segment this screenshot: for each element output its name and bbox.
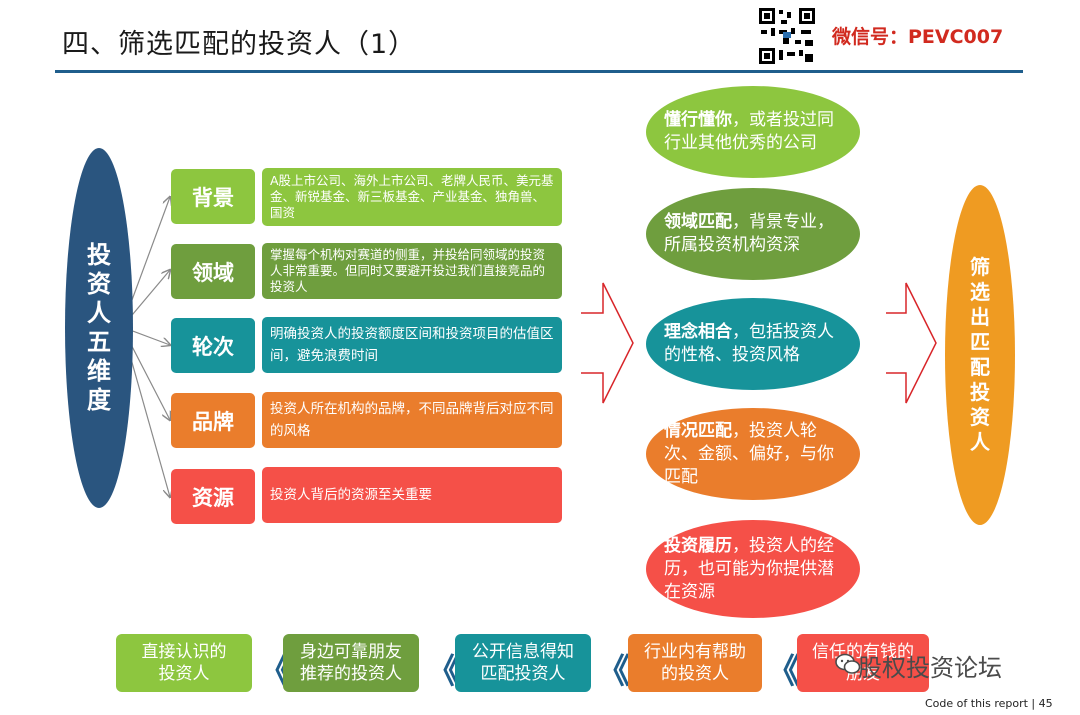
chevron-left-icon: 《 xyxy=(596,652,630,692)
qr-code-icon xyxy=(757,6,817,66)
criterion-oval: 懂行懂你，或者投过同行业其他优秀的公司 xyxy=(646,86,860,178)
watermark-text: 股权投资论坛 xyxy=(858,654,1002,682)
result-oval: 筛选出匹配投资人 xyxy=(945,185,1015,525)
criterion-oval: 理念相合，包括投资人的性格、投资风格 xyxy=(646,298,860,390)
dimension-label-background: 背景 xyxy=(171,169,255,224)
vertical-char: 五 xyxy=(87,328,111,356)
chain-step: 行业内有帮助的投资人 xyxy=(628,634,762,692)
chevron-left-icon: 《 xyxy=(426,652,460,692)
criterion-text: ，背景专业，所属投资机构资深 xyxy=(664,212,834,255)
criterion-key: 投资履历 xyxy=(664,535,732,556)
chain-step: 直接认识的投资人 xyxy=(116,634,252,692)
criterion-oval: 情况匹配，投资人轮次、金额、偏好，与你匹配 xyxy=(646,408,860,500)
vertical-char: 维 xyxy=(87,357,111,385)
vertical-char: 资 xyxy=(970,405,990,429)
wechat-id: 微信号：PEVC007 xyxy=(832,26,1004,48)
dimension-desc-round: 明确投资人的投资额度区间和投资项目的估值区间，避免浪费时间 xyxy=(262,317,562,373)
criterion-key: 情况匹配 xyxy=(664,420,732,441)
dimension-desc-background: A股上市公司、海外上市公司、老牌人民币、美元基金、新锐基金、新三板基金、产业基金… xyxy=(262,168,562,226)
title-divider xyxy=(55,70,1023,73)
chevron-left-icon: 《 xyxy=(766,652,800,692)
vertical-char: 筛 xyxy=(970,255,990,279)
vertical-char: 人 xyxy=(87,299,111,327)
right-arrow-icon xyxy=(886,282,937,404)
criterion-text: ，投资人的经历，也可能为你提供潜在资源 xyxy=(664,535,834,602)
vertical-char: 投 xyxy=(970,380,990,404)
vertical-char: 匹 xyxy=(970,330,990,354)
five-dimensions-oval: 投资人五维度 xyxy=(65,148,133,508)
criterion-key: 领域匹配 xyxy=(664,212,732,232)
vertical-char: 选 xyxy=(970,280,990,304)
vertical-char: 资 xyxy=(87,270,111,298)
wechat-logo-icon xyxy=(835,652,861,680)
criterion-oval: 领域匹配，背景专业，所属投资机构资深 xyxy=(646,188,860,280)
result-label: 筛选出匹配投资人 xyxy=(945,185,1015,525)
page-footer: Code of this report | 45 xyxy=(925,697,1053,710)
criterion-text: ，或者投过同行业其他优秀的公司 xyxy=(664,110,834,153)
criterion-key: 懂行懂你 xyxy=(664,110,732,130)
criterion-text: ，投资人轮次、金额、偏好，与你匹配 xyxy=(664,420,834,487)
chain-step: 身边可靠朋友推荐的投资人 xyxy=(283,634,419,692)
criterion-text: ，包括投资人的性格、投资风格 xyxy=(664,322,834,365)
criterion-oval: 投资履历，投资人的经历，也可能为你提供潜在资源 xyxy=(646,520,860,618)
right-arrow-icon xyxy=(581,282,634,404)
vertical-char: 人 xyxy=(970,430,990,454)
dimension-desc-domain: 掌握每个机构对赛道的侧重，并投给同领域的投资人非常重要。但同时又要避开投过我们直… xyxy=(262,243,562,299)
dimension-label-round: 轮次 xyxy=(171,318,255,373)
page-title: 四、筛选匹配的投资人（1） xyxy=(62,29,417,60)
vertical-char: 度 xyxy=(87,386,111,414)
vertical-char: 配 xyxy=(970,355,990,379)
dimension-label-brand: 品牌 xyxy=(171,393,255,448)
dimension-desc-resources: 投资人背后的资源至关重要 xyxy=(262,467,562,523)
dimension-label-domain: 领域 xyxy=(171,244,255,299)
dimension-desc-brand: 投资人所在机构的品牌，不同品牌背后对应不同的风格 xyxy=(262,392,562,448)
vertical-char: 投 xyxy=(87,241,111,269)
criterion-key: 理念相合 xyxy=(664,322,732,342)
vertical-char: 出 xyxy=(970,305,990,329)
dimension-label-resources: 资源 xyxy=(171,469,255,524)
chain-step: 公开信息得知匹配投资人 xyxy=(455,634,591,692)
five-dimensions-label: 投资人五维度 xyxy=(65,148,133,508)
